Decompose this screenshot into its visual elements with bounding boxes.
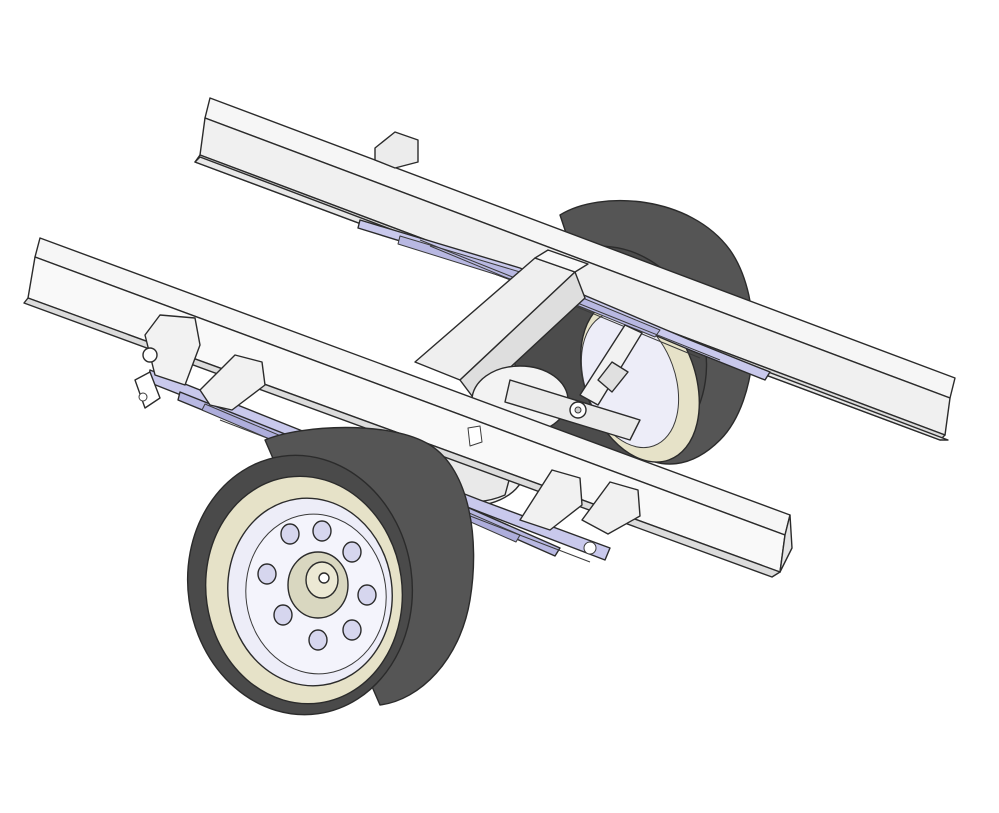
shock-absorber bbox=[569, 324, 643, 419]
spring-hanger bbox=[134, 314, 201, 409]
front-wheel bbox=[186, 426, 475, 716]
spring-brackets bbox=[199, 354, 641, 555]
cross-member bbox=[414, 249, 589, 401]
